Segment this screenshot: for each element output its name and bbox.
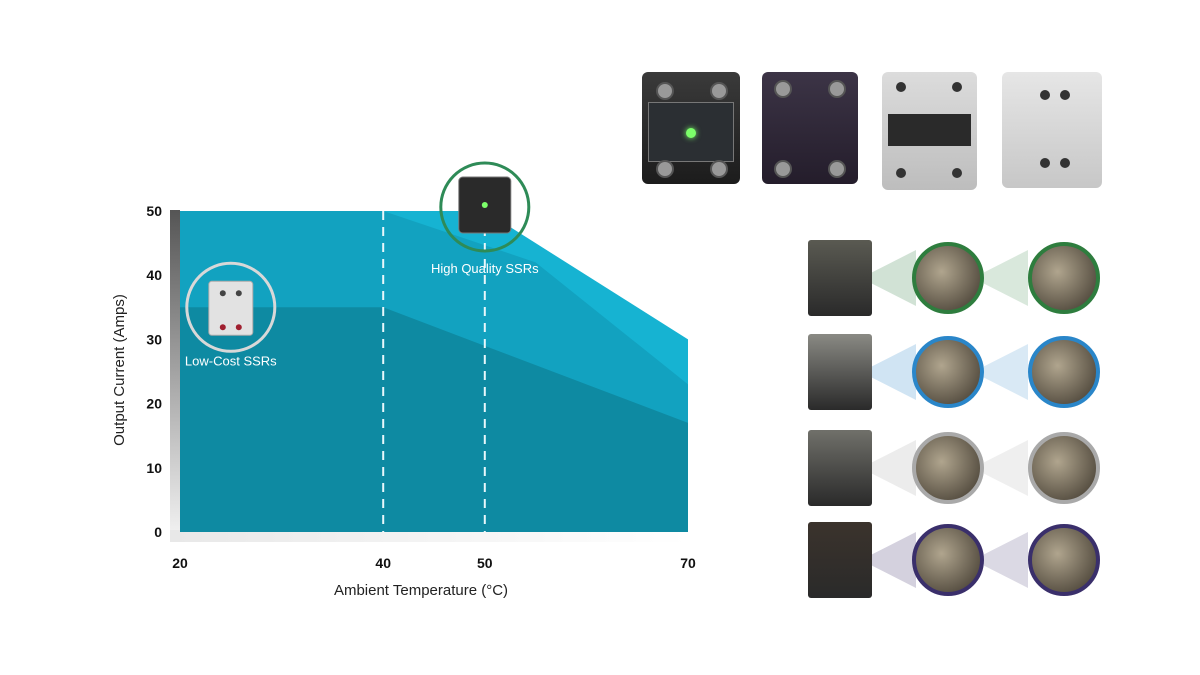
y-axis-title: Output Current (Amps) [111, 294, 128, 446]
zoom-detail-2-2 [1028, 336, 1100, 408]
area-series-3 [180, 307, 688, 532]
zoom-detail-2-1 [912, 336, 984, 408]
y-axis-bar [170, 210, 180, 536]
y-tick-label: 50 [146, 203, 162, 219]
relay-hole [219, 290, 226, 297]
grey-relay-icon [185, 261, 277, 353]
teardown-thumbnail-3 [808, 430, 872, 506]
relay-led [481, 202, 488, 208]
callout-label: High Quality SSRs [431, 261, 539, 276]
y-tick-label: 40 [146, 267, 162, 283]
purple-ssr-icon [762, 72, 858, 184]
zoom-detail-4-1 [912, 524, 984, 596]
relay-terminal [219, 324, 226, 331]
black-ssr-with-led-icon [642, 72, 740, 184]
relay-terminal [235, 324, 242, 331]
x-tick-label: 50 [477, 555, 493, 571]
zoom-detail-1-2 [1028, 242, 1100, 314]
zoom-detail-1-1 [912, 242, 984, 314]
grey-ssr-with-band-icon [882, 72, 977, 190]
zoom-detail-4-2 [1028, 524, 1100, 596]
callout-ring [439, 161, 531, 253]
y-tick-label: 10 [146, 460, 162, 476]
x-tick-label: 40 [375, 555, 391, 571]
x-tick-label: 20 [172, 555, 188, 571]
y-tick-label: 30 [146, 331, 162, 347]
relay-body [208, 280, 254, 336]
teardown-thumbnail-2 [808, 334, 872, 410]
callout-label: Low-Cost SSRs [185, 353, 277, 368]
callout-ring [185, 261, 277, 353]
teardown-thumbnail-4 [808, 522, 872, 598]
zoom-detail-3-1 [912, 432, 984, 504]
y-tick-label: 20 [146, 396, 162, 412]
relay-hole [235, 290, 242, 297]
black-relay-icon [439, 161, 531, 253]
teardown-thumbnail-1 [808, 240, 872, 316]
x-axis-title: Ambient Temperature (°C) [334, 582, 508, 599]
x-axis-bar [170, 530, 688, 542]
light-grey-ssr-icon [1002, 72, 1102, 188]
y-tick-label: 0 [154, 524, 162, 540]
x-tick-label: 70 [680, 555, 696, 571]
zoom-detail-3-2 [1028, 432, 1100, 504]
